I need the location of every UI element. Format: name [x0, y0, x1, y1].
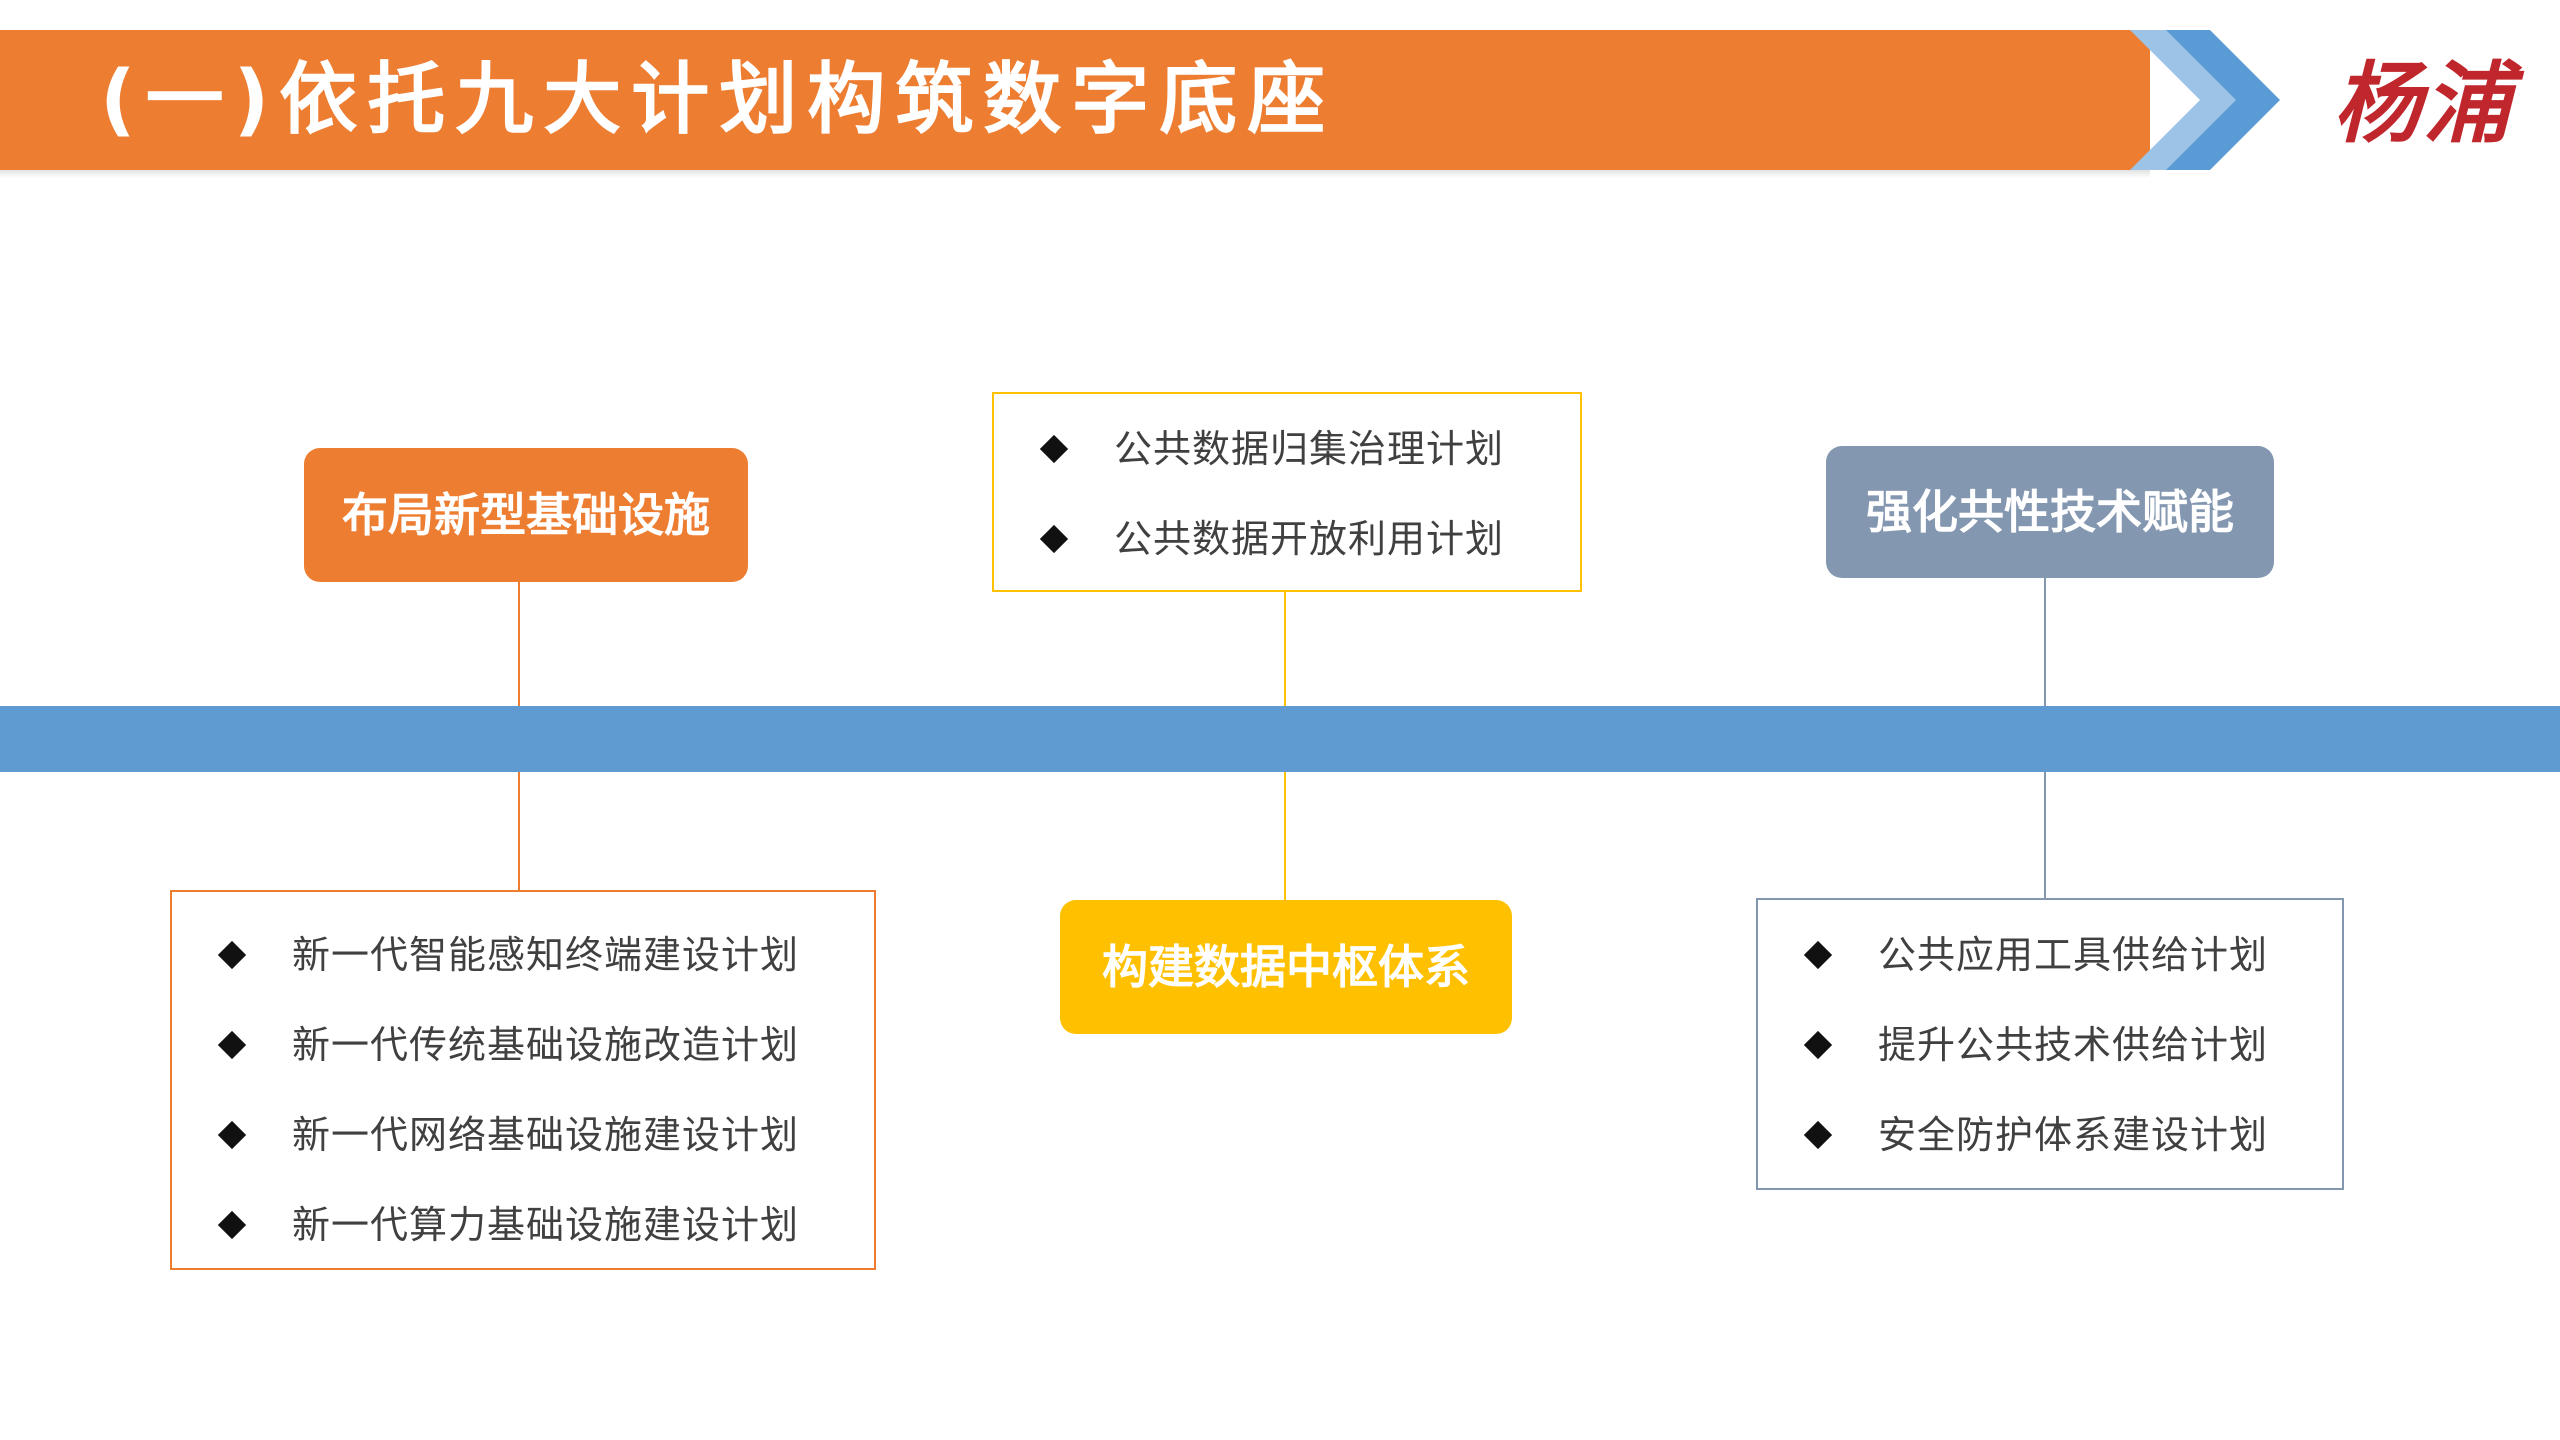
timeline-bar — [0, 706, 2560, 772]
diamond-bullet-icon — [217, 1120, 247, 1150]
connector-center-top — [1284, 592, 1286, 708]
diamond-bullet-icon — [1039, 434, 1069, 464]
list-item: 公共数据归集治理计划 — [994, 404, 1580, 494]
node-left-label: 布局新型基础设施 — [304, 448, 748, 582]
connector-center-bottom — [1284, 770, 1286, 900]
list-item: 新一代智能感知终端建设计划 — [172, 910, 874, 1000]
node-left-list: 新一代智能感知终端建设计划 新一代传统基础设施改造计划 新一代网络基础设施建设计… — [170, 890, 876, 1270]
connector-right-bottom — [2044, 770, 2046, 898]
node-center-list: 公共数据归集治理计划 公共数据开放利用计划 — [992, 392, 1582, 592]
connector-right-top — [2044, 578, 2046, 708]
connector-left-bottom — [518, 770, 520, 890]
node-right-label: 强化共性技术赋能 — [1826, 446, 2274, 578]
list-item: 新一代传统基础设施改造计划 — [172, 1000, 874, 1090]
list-item: 新一代算力基础设施建设计划 — [172, 1180, 874, 1270]
diamond-bullet-icon — [217, 1210, 247, 1240]
diamond-bullet-icon — [217, 1030, 247, 1060]
node-right-list: 公共应用工具供给计划 提升公共技术供给计划 安全防护体系建设计划 — [1756, 898, 2344, 1190]
diamond-bullet-icon — [1803, 940, 1833, 970]
diamond-bullet-icon — [1803, 1030, 1833, 1060]
page-title: (一)依托九大计划构筑数字底座 — [100, 55, 1336, 145]
diamond-bullet-icon — [217, 940, 247, 970]
yangpu-logo: 杨浦 — [2332, 51, 2513, 155]
list-item: 公共数据开放利用计划 — [994, 494, 1580, 584]
diamond-bullet-icon — [1803, 1120, 1833, 1150]
node-center-label: 构建数据中枢体系 — [1060, 900, 1512, 1034]
diamond-bullet-icon — [1039, 524, 1069, 554]
list-item: 新一代网络基础设施建设计划 — [172, 1090, 874, 1180]
chevron-arrows-icon — [2130, 30, 2280, 170]
header-shadow — [0, 170, 2150, 178]
list-item: 提升公共技术供给计划 — [1758, 1000, 2342, 1090]
list-item: 安全防护体系建设计划 — [1758, 1090, 2342, 1180]
header-bar — [0, 30, 2150, 170]
connector-left-top — [518, 582, 520, 708]
list-item: 公共应用工具供给计划 — [1758, 910, 2342, 1000]
